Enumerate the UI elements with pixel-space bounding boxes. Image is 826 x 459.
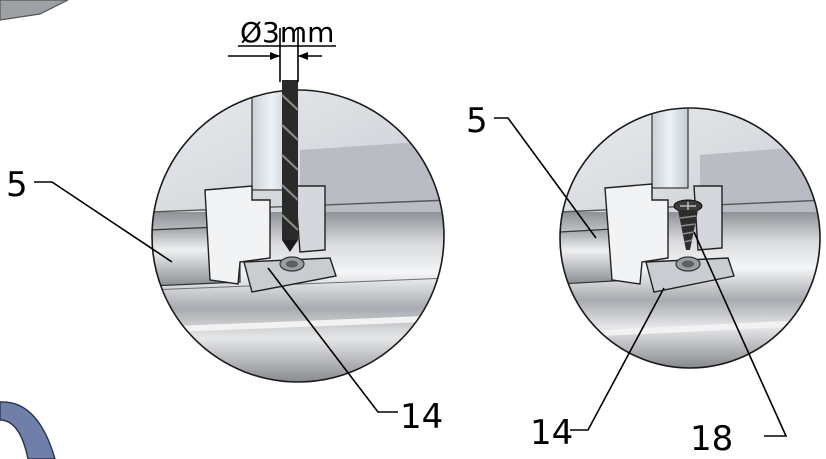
right-detail-view xyxy=(559,107,821,369)
callout-label-5-right: 5 xyxy=(466,101,488,141)
callout-label-14-right: 14 xyxy=(530,413,573,453)
ring-fragment-bottom xyxy=(0,401,56,459)
callout-label-18-right: 18 xyxy=(690,419,733,459)
svg-text:Ø3mm: Ø3mm xyxy=(240,16,334,49)
left-detail-view xyxy=(151,80,445,383)
callout-right-18: 18 xyxy=(690,231,788,459)
corner-fragment-top xyxy=(0,0,69,21)
diameter-symbol: Ø xyxy=(240,16,262,49)
callout-left-14: 14 xyxy=(267,267,443,437)
callout-right-14: 14 xyxy=(530,287,665,453)
screw xyxy=(673,199,703,250)
callout-right-5: 5 xyxy=(466,101,597,239)
callout-label-5-left: 5 xyxy=(6,165,28,205)
callout-label-14-left: 14 xyxy=(400,397,443,437)
drill-bit xyxy=(281,80,299,252)
callout-left-5: 5 xyxy=(6,165,173,263)
dimension-value: 3mm xyxy=(262,16,334,49)
diameter-dimension: Ø3mm xyxy=(228,16,336,82)
